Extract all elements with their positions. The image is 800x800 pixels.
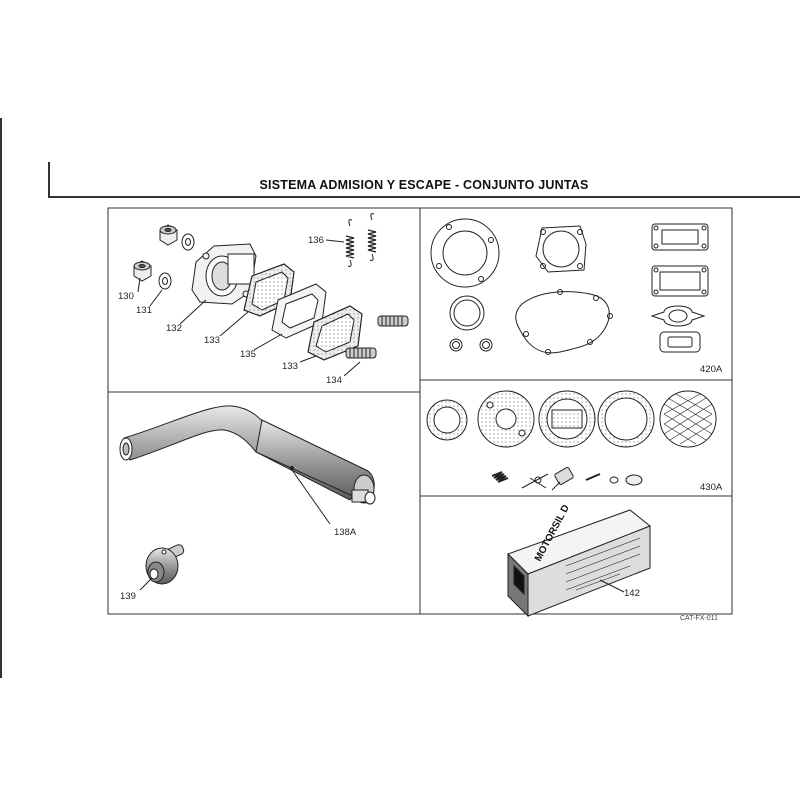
carb-needle-valve: [551, 467, 574, 491]
callout-135: 135: [240, 349, 256, 360]
carb-kit-430a: [426, 390, 717, 491]
callout-134: 134: [326, 375, 342, 386]
carb-filter-screen: [659, 390, 717, 448]
callout-133-left: 133: [204, 335, 220, 346]
washer-top: [181, 233, 195, 251]
leader-142: [599, 579, 625, 593]
carb-cap: [625, 474, 643, 486]
leader-134: [343, 361, 361, 377]
leader-136: [325, 239, 345, 243]
exhaust-pipe-138a: [119, 405, 376, 505]
stud-134-upper: [377, 315, 409, 327]
header-bottom-rule: [48, 196, 800, 198]
callout-133-right: 133: [282, 361, 298, 372]
exhaust-panel: [119, 405, 376, 591]
carb-gasket-ring: [426, 399, 468, 441]
silencer-139: [145, 544, 185, 585]
leader-131: [149, 289, 163, 307]
page-left-rule: [0, 118, 2, 678]
leader-138a: [291, 469, 331, 525]
callout-142: 142: [624, 588, 640, 599]
catalog-code: CAT-FX-011: [680, 615, 718, 622]
callout-136: 136: [308, 235, 324, 246]
o-ring-small-right: [479, 338, 493, 352]
callout-139: 139: [120, 591, 136, 602]
exhaust-gasket-oval: [650, 305, 706, 327]
o-ring-large: [449, 295, 485, 331]
callout-420a: 420A: [700, 364, 723, 375]
carb-membrane-2: [538, 390, 596, 448]
nut-top: [159, 224, 178, 246]
carb-spring: [491, 471, 509, 483]
callout-130: 130: [118, 291, 134, 302]
washer-131: [158, 272, 172, 290]
reed-gasket-middle: [651, 265, 709, 297]
carb-washer: [609, 476, 619, 484]
manifold-132: [191, 243, 257, 305]
leader-132: [179, 299, 207, 325]
callout-430a: 430A: [700, 482, 723, 493]
panel-grid: [107, 207, 733, 615]
head-gasket: [430, 218, 500, 288]
callout-138a: 138A: [334, 527, 357, 538]
page-title: SISTEMA ADMISION Y ESCAPE - CONJUNTO JUN…: [259, 178, 589, 192]
carb-membrane-1: [477, 390, 535, 448]
carb-membrane-3: [597, 390, 655, 448]
leader-135: [253, 333, 283, 351]
sealant-box-142: [507, 509, 651, 618]
gasket-133-right: [307, 305, 363, 361]
gasket-kit-420a: [430, 218, 709, 355]
stud-134-lower: [345, 347, 377, 359]
leader-139: [139, 577, 153, 591]
carb-pin: [585, 473, 601, 481]
spacer-135: [271, 283, 327, 339]
o-ring-small-left: [449, 338, 463, 352]
spring-136-left: [345, 219, 355, 267]
callout-132: 132: [166, 323, 182, 334]
reed-gasket-top: [651, 223, 709, 251]
leader-130: [137, 277, 141, 293]
cylinder-base-gasket: [535, 225, 587, 273]
crankcase-gasket: [515, 289, 613, 355]
leader-133-right: [299, 355, 317, 363]
spring-136-right: [367, 213, 377, 261]
nut-130: [133, 260, 152, 282]
leader-133-left: [219, 311, 249, 337]
intake-panel: [133, 213, 409, 377]
callout-131: 131: [136, 305, 152, 316]
header-left-rule: [48, 162, 50, 196]
exhaust-gasket-small: [659, 331, 701, 353]
carb-lever: [521, 473, 549, 489]
